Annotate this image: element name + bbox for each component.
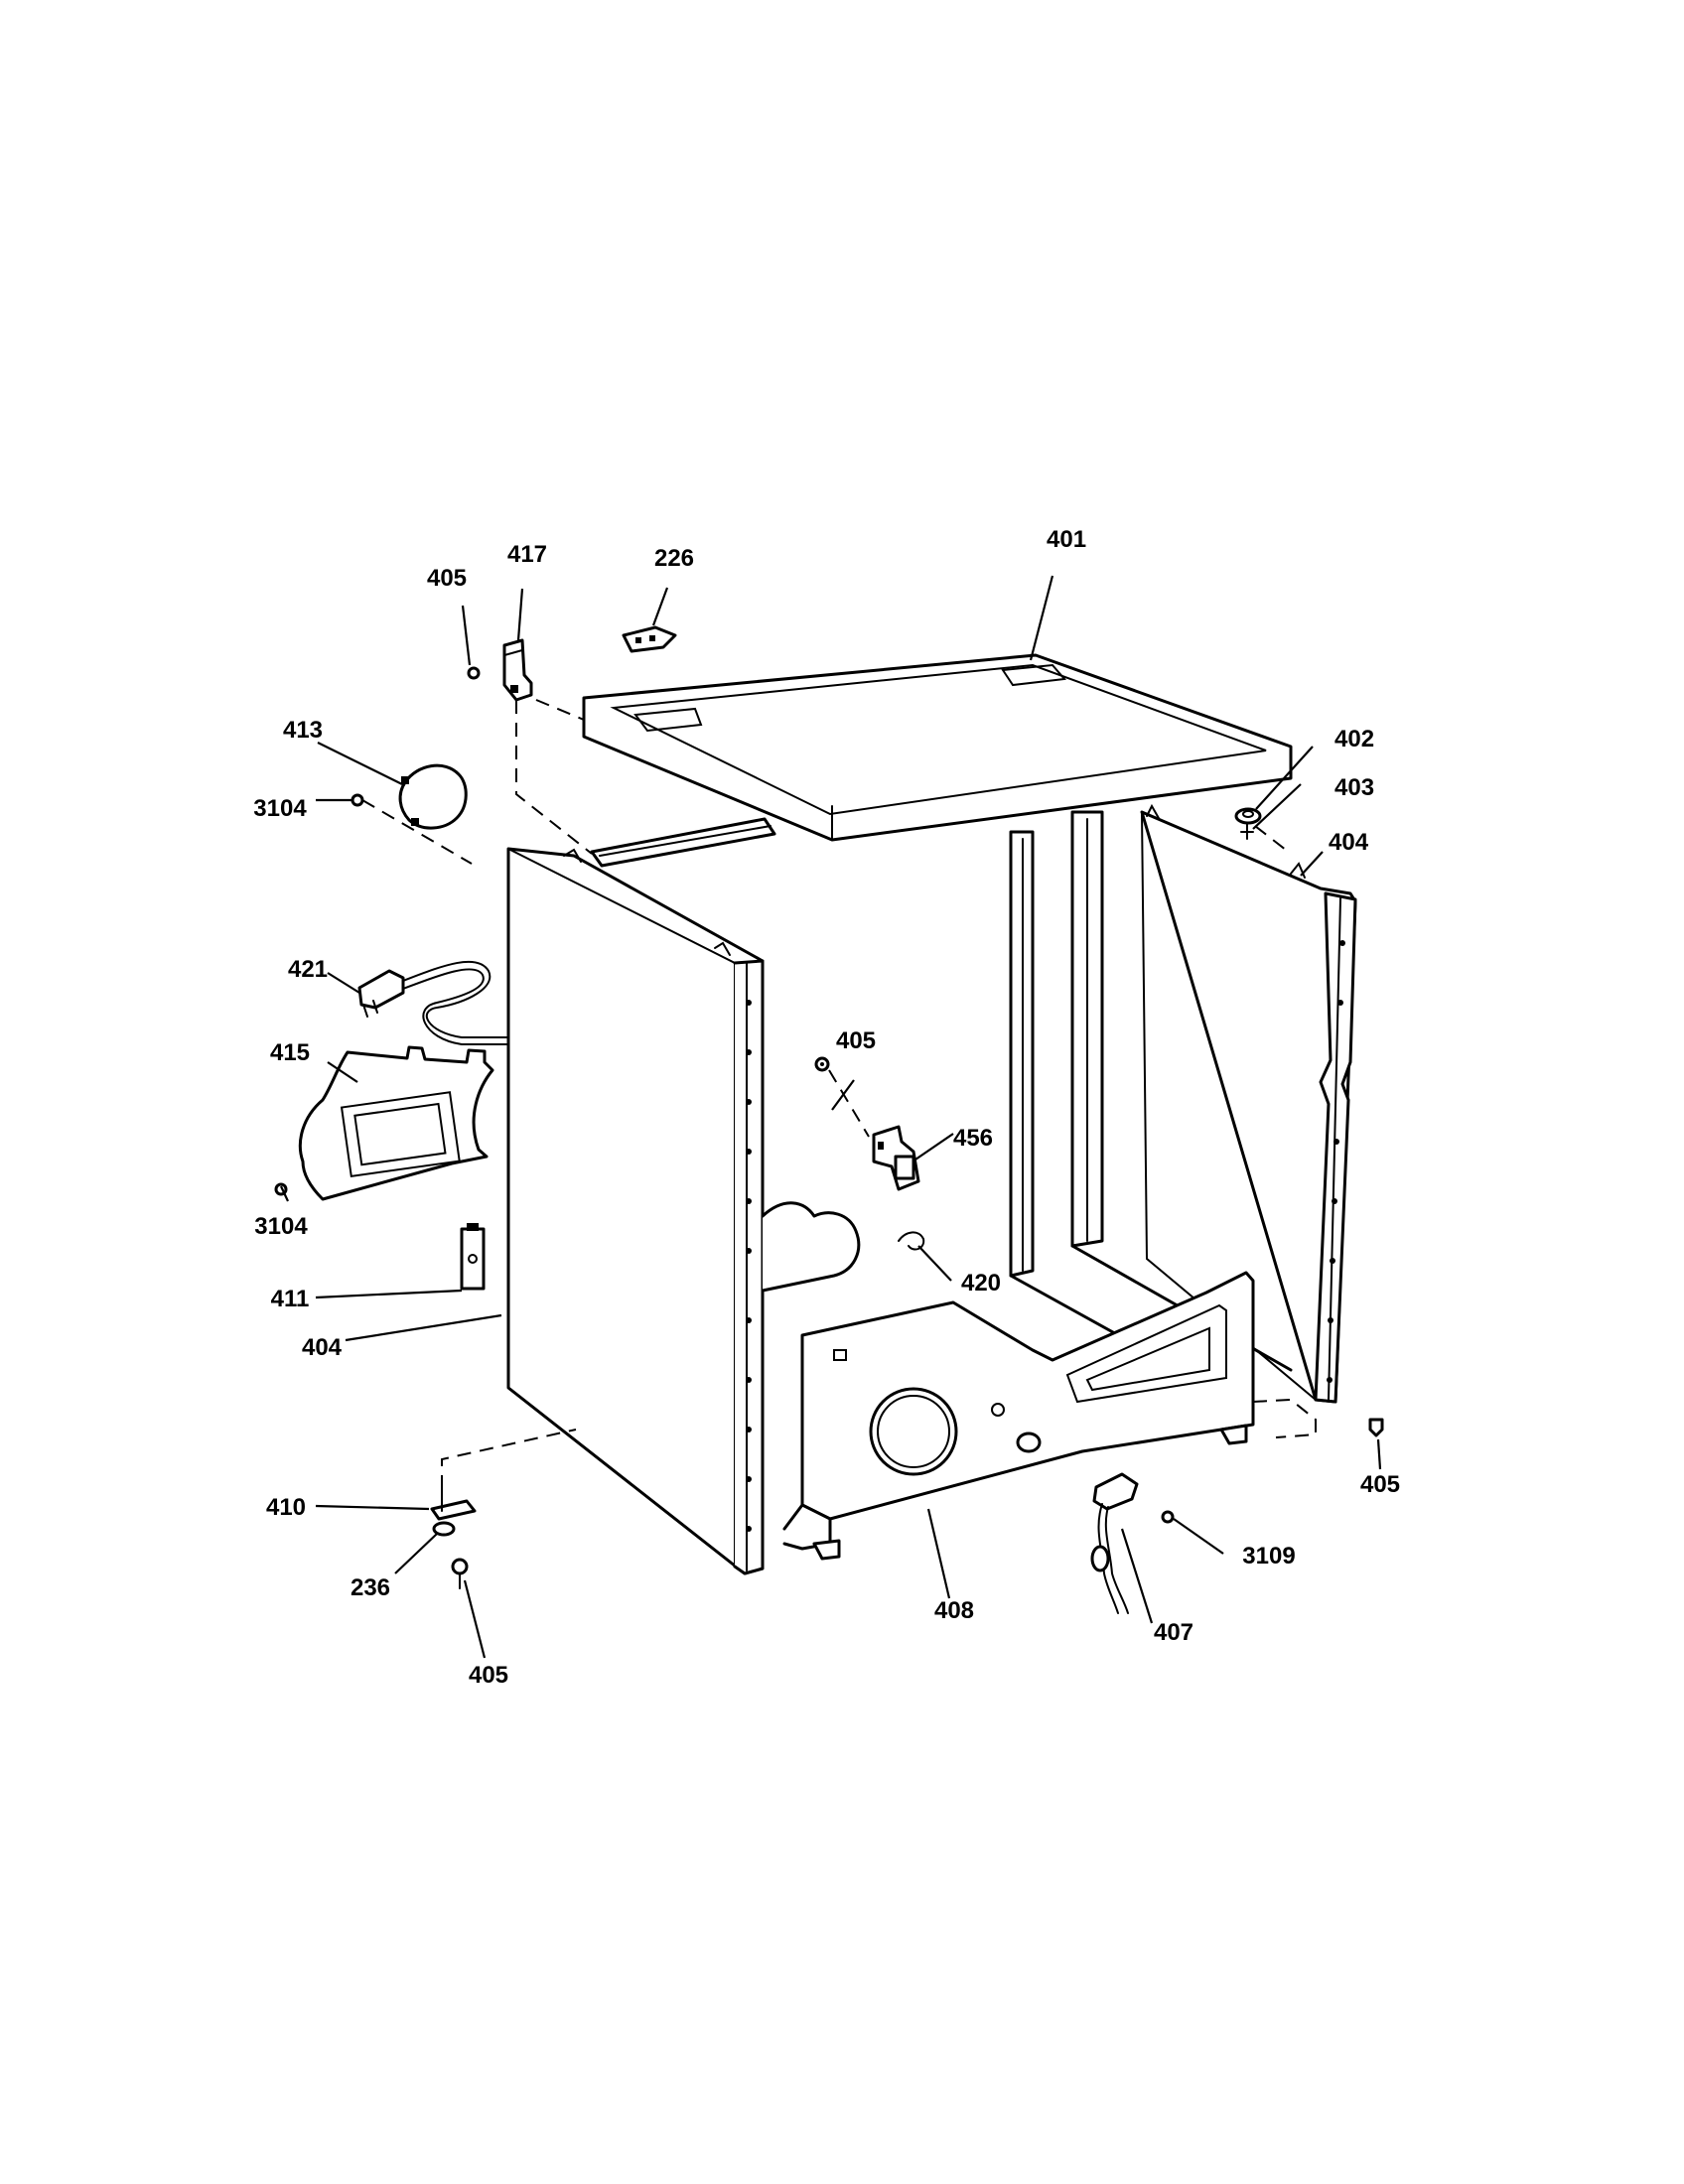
callout-226: 226 — [654, 545, 694, 572]
glide-402 — [1234, 807, 1262, 825]
top-panel-401 — [582, 653, 1293, 842]
callout-420: 420 — [961, 1270, 1001, 1297]
cover-413 — [398, 763, 468, 830]
screw-405-right — [1368, 1418, 1384, 1437]
left-side-panel-404 — [506, 847, 765, 1575]
switch-407 — [1090, 1472, 1139, 1614]
callout-3104: 3104 — [253, 795, 307, 822]
power-cord-421 — [357, 960, 509, 1045]
callout-401: 401 — [1047, 526, 1086, 553]
callout-labels: 401 417 226 405 413 3104 402 403 404 421… — [253, 526, 1400, 1689]
callout-405: 405 — [1360, 1471, 1400, 1498]
callout-417: 417 — [507, 541, 547, 568]
alignment-lines — [361, 699, 1292, 1489]
front-bulkhead-408 — [782, 1271, 1317, 1561]
callout-402: 402 — [1334, 726, 1374, 752]
callout-413: 413 — [283, 717, 323, 744]
screw-405-bottom — [451, 1558, 469, 1589]
leg-bracket-410 — [430, 1488, 477, 1521]
callout-404: 404 — [302, 1334, 343, 1361]
clip-226 — [622, 625, 677, 653]
washer-236 — [432, 1521, 456, 1537]
callout-421: 421 — [288, 956, 328, 983]
callout-405: 405 — [836, 1027, 876, 1054]
callout-3104: 3104 — [254, 1213, 308, 1240]
callout-408: 408 — [934, 1597, 974, 1624]
screw-3104-top — [351, 793, 364, 807]
part-411 — [460, 1223, 486, 1291]
callout-236: 236 — [351, 1574, 390, 1601]
callout-3109: 3109 — [1242, 1543, 1295, 1570]
right-side-panel-404 — [1140, 803, 1357, 1404]
clip-420 — [898, 1231, 925, 1251]
bracket-417 — [502, 638, 533, 702]
screw-3109 — [1161, 1510, 1175, 1524]
callout-405: 405 — [427, 565, 467, 592]
leader-lines — [280, 575, 1382, 1659]
callout-415: 415 — [270, 1039, 310, 1066]
callout-407: 407 — [1154, 1619, 1193, 1646]
callout-410: 410 — [266, 1494, 306, 1521]
callout-403: 403 — [1334, 774, 1374, 801]
cabinet-cutout — [761, 1201, 861, 1293]
screw-403 — [1240, 823, 1254, 840]
callout-411: 411 — [271, 1286, 310, 1312]
callout-405: 405 — [469, 1662, 508, 1689]
callout-456: 456 — [953, 1125, 993, 1152]
callout-404: 404 — [1329, 829, 1369, 856]
bracket-plate-415 — [298, 1045, 494, 1201]
bracket-456 — [872, 1125, 920, 1191]
screw-405-top — [467, 666, 481, 680]
screw-405-mid — [814, 1056, 830, 1072]
